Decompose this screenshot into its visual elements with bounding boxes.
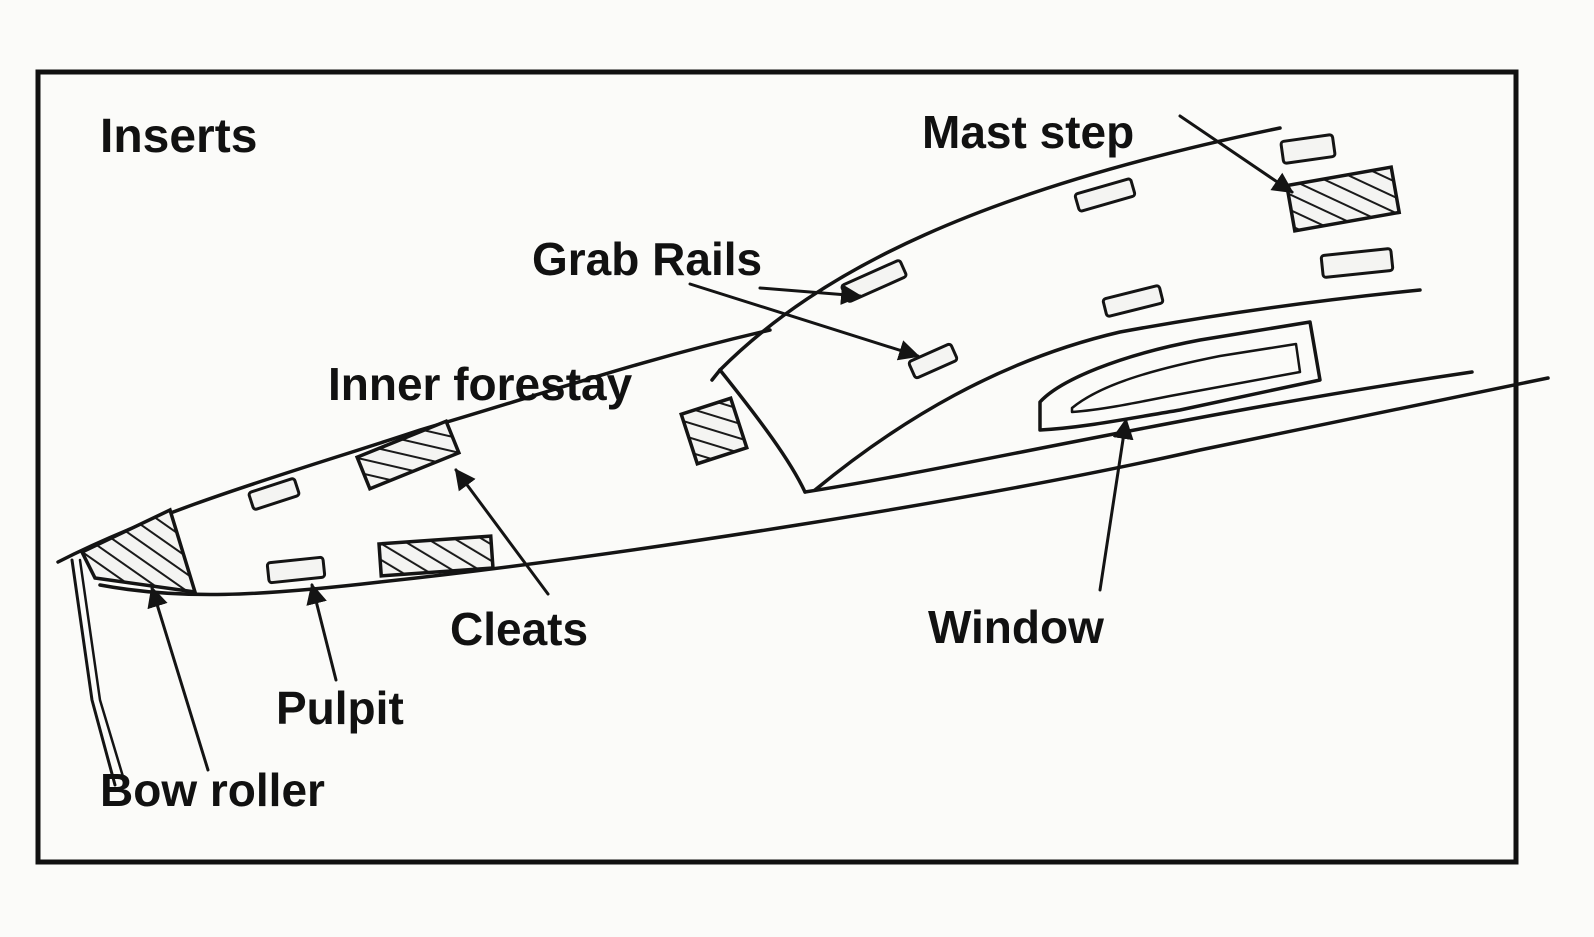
label-mast-step: Mast step [922,106,1134,158]
label-window: Window [928,601,1104,653]
cleat-insert-lower [377,534,495,578]
diagram-frame [35,69,1519,865]
grab-rail-insert-2 [1073,177,1137,213]
bow-roller-arrow [147,585,210,772]
pulpit-insert [265,555,327,585]
label-pulpit: Pulpit [276,682,404,734]
label-inner-forestay: Inner forestay [328,358,633,410]
cabin-inserts [840,133,1402,380]
window-insert [1038,320,1322,432]
grab-rail-insert-4 [1101,284,1165,318]
diagram-title: Inserts [100,110,257,163]
label-bow-roller: Bow roller [100,764,325,816]
grab-rails-arrow-2 [688,282,921,361]
grab-rail-insert-3 [907,342,959,380]
window-arrow [1098,417,1134,592]
cabin-top [710,126,1422,494]
mast-step-insert [1284,165,1402,233]
inner-forestay-insert [679,396,749,466]
hull-outline [56,328,1550,597]
mast-step-insert-lower [1319,247,1395,279]
mast-step-insert-small [1279,133,1337,165]
bow-roller-insert [70,507,198,787]
leader-arrows [147,114,1294,772]
label-grab-rails: Grab Rails [532,233,762,285]
pulpit-insert-upper [247,477,301,511]
mast-step-arrow [1178,114,1294,194]
pulpit-arrow [306,582,338,682]
foredeck-inserts [247,396,749,585]
cleats-arrow [454,468,550,596]
grab-rails-arrow-1 [758,284,863,305]
label-cleats: Cleats [450,603,588,655]
cleat-insert-upper [354,418,462,492]
